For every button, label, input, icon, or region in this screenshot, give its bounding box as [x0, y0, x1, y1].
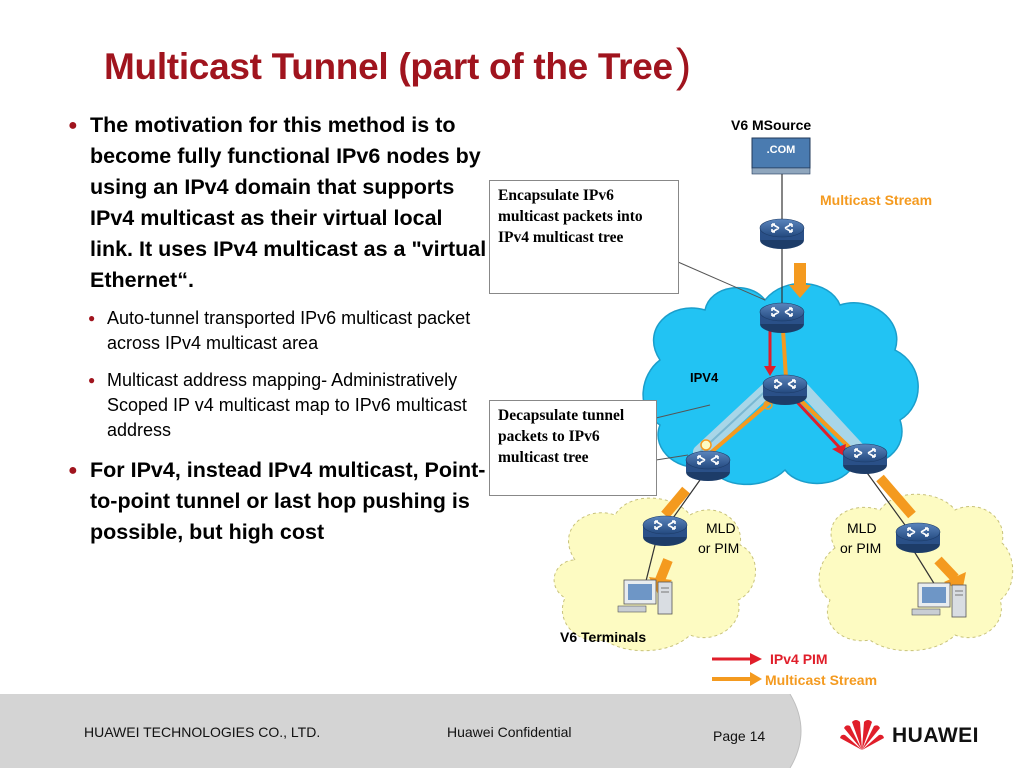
legend-orange-arrow-icon	[750, 672, 762, 686]
footer-confidential: Huawei Confidential	[447, 724, 572, 740]
footer-page-number: Page 14	[713, 728, 766, 744]
ingress-router-icon	[759, 302, 805, 334]
sub-bullet-item: ● Multicast address mapping- Administrati…	[88, 368, 488, 443]
sub-bullet-text: Multicast address mapping- Administrativ…	[107, 370, 467, 440]
left-access-router-icon	[642, 515, 688, 547]
multicast-stream-label: Multicast Stream	[820, 192, 933, 208]
right-terminal-icon	[911, 582, 967, 618]
core-router-icon	[762, 374, 808, 406]
huawei-logo-icon	[840, 720, 884, 750]
or-pim-right-label: or PIM	[840, 540, 882, 556]
or-pim-left-label: or PIM	[698, 540, 740, 556]
sub-bullet-item: ● Auto-tunnel transported IPv6 multicast …	[88, 306, 488, 356]
mld-right-label: MLD	[847, 520, 877, 536]
footer-company: HUAWEI TECHNOLOGIES CO., LTD.	[84, 724, 321, 740]
footer-bar: HUAWEI TECHNOLOGIES CO., LTD. Huawei Con…	[0, 694, 1024, 768]
slide-title-text: Multicast Tunnel (part of the Tree	[104, 46, 673, 87]
slide-title: Multicast Tunnel (part of the Tree)	[104, 38, 691, 92]
terminals-label: V6 Terminals	[560, 629, 647, 645]
bullet-dot-icon: ●	[68, 462, 78, 479]
footer-decoration	[789, 694, 1024, 768]
title-paren: )	[675, 39, 691, 91]
left-access-cloud	[553, 497, 756, 652]
legend-red-arrow-icon	[750, 653, 762, 665]
legend-ipv4-pim-label: IPv4 PIM	[770, 651, 828, 667]
right-egress-router-icon	[842, 443, 888, 475]
source-label: V6 MSource	[731, 117, 812, 133]
bullet-list: ● The motivation for this method is to be…	[68, 110, 488, 558]
huawei-logo-text: HUAWEI	[892, 724, 979, 747]
legend-multicast-stream-label: Multicast Stream	[765, 672, 878, 688]
sub-bullet-text: Auto-tunnel transported IPv6 multicast p…	[107, 308, 471, 353]
bullet-dot-icon: ●	[88, 311, 96, 325]
ipv4-cloud-label: IPV4	[690, 370, 719, 385]
bullet-item: ● The motivation for this method is to be…	[68, 110, 488, 296]
bullet-text: For IPv4, instead IPv4 multicast, Point-…	[90, 458, 486, 544]
bullet-item: ● For IPv4, instead IPv4 multicast, Point…	[68, 455, 488, 548]
mld-left-label: MLD	[706, 520, 736, 536]
server-label: .COM	[767, 144, 796, 156]
bullet-text: The motivation for this method is to bec…	[90, 113, 487, 292]
decapsulate-callout: Decapsulate tunnel packets to IPv6 multi…	[489, 400, 657, 496]
bullet-dot-icon: ●	[68, 117, 78, 134]
right-access-cloud	[818, 493, 1014, 652]
server-icon: .COM	[751, 137, 811, 175]
bullet-dot-icon: ●	[88, 373, 96, 387]
left-terminal-icon	[617, 579, 673, 615]
right-access-router-icon	[895, 522, 941, 554]
encapsulate-callout: Encapsulate IPv6 multicast packets into …	[489, 180, 679, 294]
source-router-icon	[759, 218, 805, 250]
left-egress-router-icon	[685, 450, 731, 482]
network-diagram: .COM	[553, 137, 1014, 686]
